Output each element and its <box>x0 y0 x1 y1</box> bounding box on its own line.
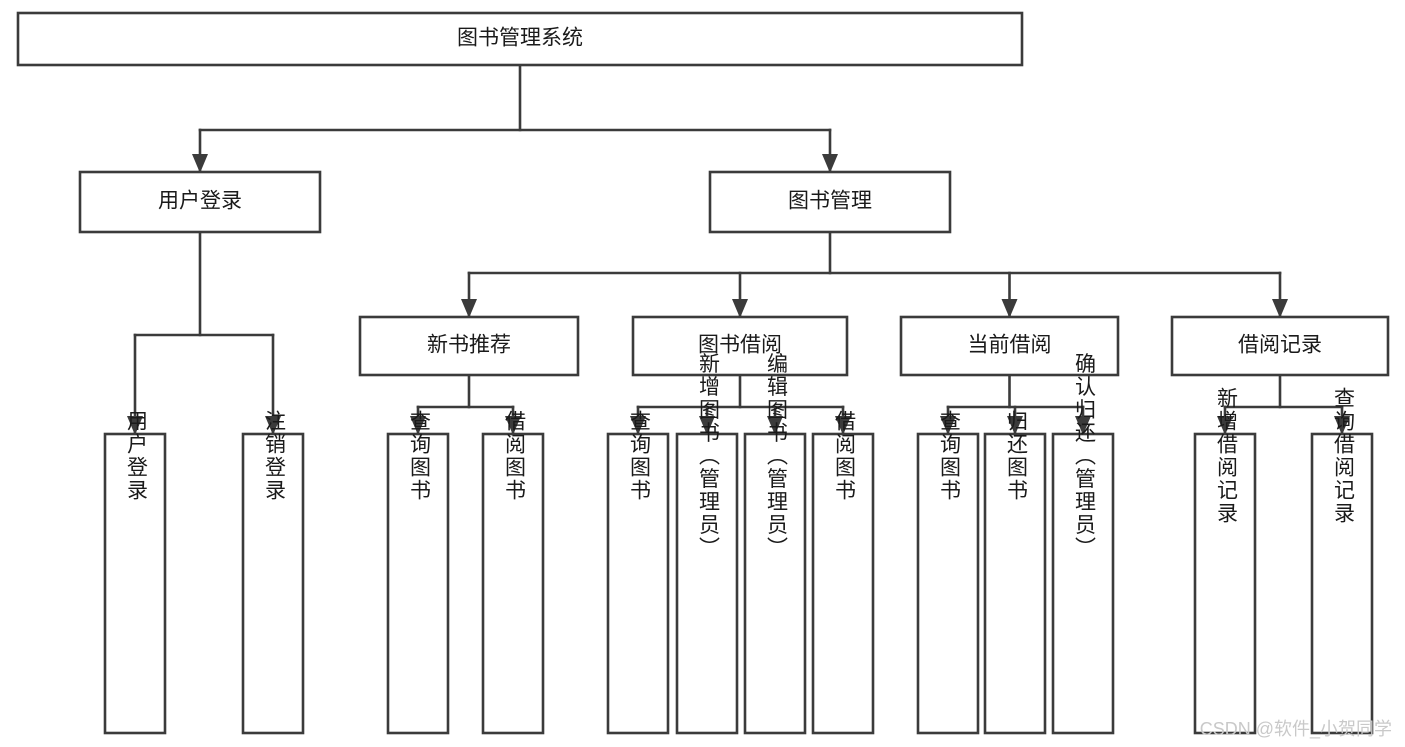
node-book-borrow[interactable]: 图书借阅 <box>631 315 849 377</box>
node-label-book-management: 图书管理 <box>788 190 872 213</box>
arrow-head-borrow-record-0 <box>1217 416 1233 435</box>
node-box-leaf-logout[interactable] <box>241 432 305 735</box>
node-box-new-book-recommend[interactable] <box>358 315 580 377</box>
node-label-leaf-add-book-admin: 新增图书（管理员） <box>696 353 720 560</box>
node-leaf-query-book-borrow[interactable]: 查询图书 <box>606 410 670 735</box>
arrow-head-current-borrow-0 <box>940 416 956 435</box>
arrow-head-root-0 <box>192 154 208 173</box>
node-box-leaf-return-book[interactable] <box>983 432 1047 735</box>
node-label-leaf-return-book: 归还图书 <box>1004 410 1028 502</box>
arrow-head-book-borrow-1 <box>699 416 715 435</box>
arrow-head-new-book-recommend-0 <box>410 416 426 435</box>
node-layer: 图书管理系统用户登录图书管理新书推荐图书借阅当前借阅借阅记录用户登录注销登录查询… <box>16 11 1390 735</box>
node-box-leaf-query-book-new[interactable] <box>386 432 450 735</box>
arrow-head-new-book-recommend-1 <box>505 416 521 435</box>
node-box-leaf-add-book-admin[interactable] <box>675 432 739 735</box>
node-box-book-borrow[interactable] <box>631 315 849 377</box>
node-label-leaf-borrow-book: 借阅图书 <box>832 410 856 502</box>
node-box-user-login[interactable] <box>78 170 322 234</box>
arrow-head-book-borrow-2 <box>767 416 783 435</box>
arrow-head-user-login-1 <box>265 416 281 435</box>
node-leaf-logout[interactable]: 注销登录 <box>241 410 305 735</box>
node-label-leaf-user-login: 用户登录 <box>124 410 148 502</box>
node-leaf-add-borrow-record[interactable]: 新增借阅记录 <box>1193 387 1257 735</box>
node-leaf-query-book-new[interactable]: 查询图书 <box>386 410 450 735</box>
node-leaf-add-book-admin[interactable]: 新增图书（管理员） <box>675 353 739 735</box>
node-leaf-user-login[interactable]: 用户登录 <box>103 410 167 735</box>
arrow-head-borrow-record-1 <box>1334 416 1350 435</box>
arrow-head-book-management-1 <box>732 299 748 318</box>
node-label-leaf-add-borrow-record: 新增借阅记录 <box>1214 387 1238 525</box>
node-leaf-query-borrow-record[interactable]: 查询借阅记录 <box>1310 387 1374 735</box>
arrow-head-book-management-0 <box>461 299 477 318</box>
arrow-head-current-borrow-1 <box>1007 416 1023 435</box>
node-leaf-borrow-book-new[interactable]: 借阅图书 <box>481 410 545 735</box>
node-label-leaf-query-book-current: 查询图书 <box>937 410 961 502</box>
node-label-new-book-recommend: 新书推荐 <box>427 334 511 357</box>
node-leaf-confirm-return-admin[interactable]: 确认归还（管理员） <box>1051 353 1115 735</box>
node-label-current-borrow: 当前借阅 <box>968 334 1052 357</box>
node-label-leaf-query-book-new: 查询图书 <box>407 410 431 502</box>
node-label-user-login: 用户登录 <box>158 190 242 213</box>
arrow-head-user-login-0 <box>127 416 143 435</box>
node-box-borrow-record[interactable] <box>1170 315 1390 377</box>
node-user-login[interactable]: 用户登录 <box>78 170 322 234</box>
node-box-book-management[interactable] <box>708 170 952 234</box>
node-borrow-record[interactable]: 借阅记录 <box>1170 315 1390 377</box>
node-label-book-borrow: 图书借阅 <box>698 334 782 357</box>
connector-layer <box>127 63 1350 435</box>
node-current-borrow[interactable]: 当前借阅 <box>899 315 1120 377</box>
node-label-leaf-borrow-book-new: 借阅图书 <box>502 410 526 502</box>
node-label-leaf-query-book-borrow: 查询图书 <box>627 410 651 502</box>
node-label-borrow-record: 借阅记录 <box>1238 334 1322 357</box>
node-book-management[interactable]: 图书管理 <box>708 170 952 234</box>
arrow-head-root-1 <box>822 154 838 173</box>
node-box-leaf-query-book-current[interactable] <box>916 432 980 735</box>
node-new-book-recommend[interactable]: 新书推荐 <box>358 315 580 377</box>
node-label-leaf-edit-book-admin: 编辑图书（管理员） <box>764 353 788 560</box>
arrow-head-book-borrow-3 <box>835 416 851 435</box>
node-box-current-borrow[interactable] <box>899 315 1120 377</box>
arrow-head-book-management-2 <box>1001 299 1018 318</box>
node-box-leaf-query-borrow-record[interactable] <box>1310 432 1374 735</box>
arrow-head-book-management-3 <box>1272 299 1288 318</box>
node-label-root: 图书管理系统 <box>457 27 583 50</box>
arrow-head-book-borrow-0 <box>630 416 646 435</box>
node-leaf-borrow-book[interactable]: 借阅图书 <box>811 410 875 735</box>
node-box-leaf-add-borrow-record[interactable] <box>1193 432 1257 735</box>
node-box-leaf-confirm-return-admin[interactable] <box>1051 432 1115 735</box>
node-box-root[interactable] <box>16 11 1024 67</box>
node-leaf-query-book-current[interactable]: 查询图书 <box>916 410 980 735</box>
node-box-leaf-user-login[interactable] <box>103 432 167 735</box>
node-box-leaf-borrow-book[interactable] <box>811 432 875 735</box>
node-box-leaf-query-book-borrow[interactable] <box>606 432 670 735</box>
node-root[interactable]: 图书管理系统 <box>16 11 1024 67</box>
arrow-head-current-borrow-2 <box>1075 416 1091 435</box>
csdn-watermark: CSDN @软件_小贺同学 <box>1200 719 1392 740</box>
node-label-leaf-logout: 注销登录 <box>262 410 286 502</box>
node-box-leaf-edit-book-admin[interactable] <box>743 432 807 735</box>
node-label-leaf-query-borrow-record: 查询借阅记录 <box>1331 387 1355 525</box>
node-box-leaf-borrow-book-new[interactable] <box>481 432 545 735</box>
node-leaf-return-book[interactable]: 归还图书 <box>983 410 1047 735</box>
node-leaf-edit-book-admin[interactable]: 编辑图书（管理员） <box>743 353 807 735</box>
node-label-leaf-confirm-return-admin: 确认归还（管理员） <box>1072 353 1096 560</box>
